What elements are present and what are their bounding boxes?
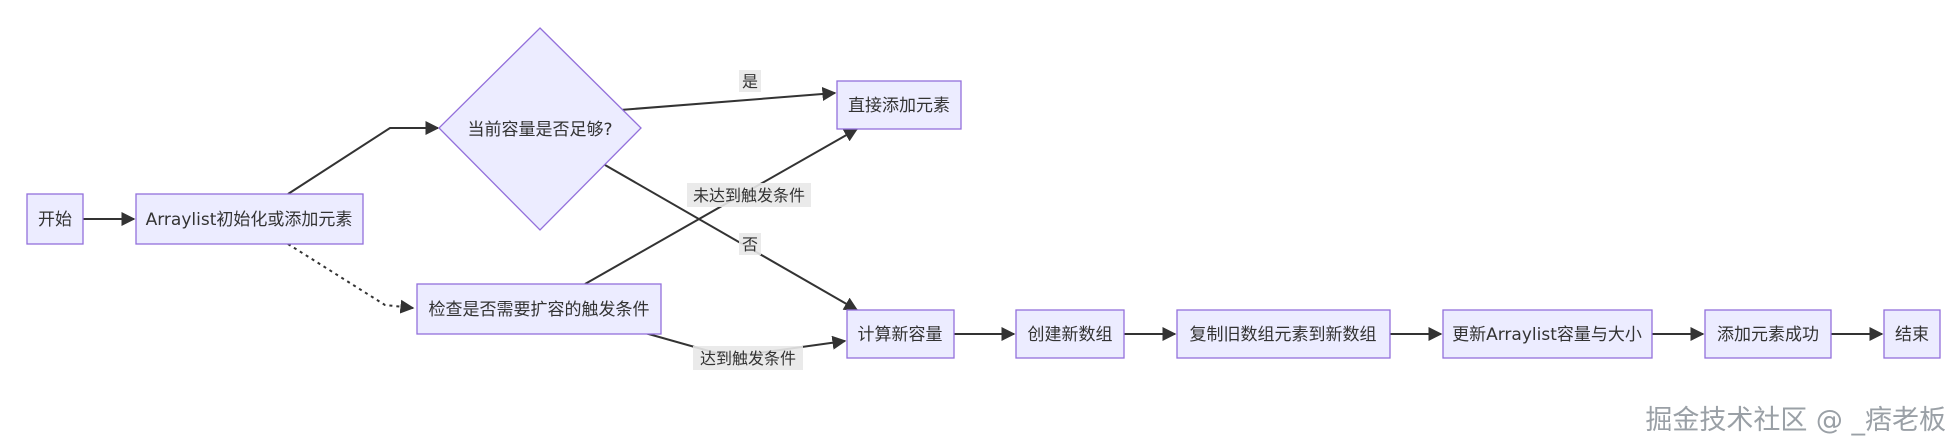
edge-label-not-triggered: 未达到触发条件 [687, 183, 811, 207]
edge-init-check-dotted [287, 243, 415, 314]
svg-text:更新Arraylist容量与大小: 更新Arraylist容量与大小 [1452, 325, 1642, 345]
node-calc: 计算新容量 [846, 309, 955, 359]
node-start: 开始 [26, 193, 84, 245]
svg-text:否: 否 [742, 235, 758, 254]
svg-text:创建新数组: 创建新数组 [1028, 325, 1113, 345]
svg-text:检查是否需要扩容的触发条件: 检查是否需要扩容的触发条件 [429, 300, 650, 320]
svg-text:结束: 结束 [1895, 325, 1929, 345]
edge-init-decision [287, 121, 440, 195]
node-check: 检查是否需要扩容的触发条件 [416, 283, 662, 335]
watermark: 掘金技术社区 @ _痞老板 [1645, 405, 1946, 436]
edge-label-yes: 是 [739, 70, 761, 92]
svg-text:Arraylist初始化或添加元素: Arraylist初始化或添加元素 [146, 210, 353, 230]
svg-text:计算新容量: 计算新容量 [858, 325, 943, 345]
node-add-direct: 直接添加元素 [836, 80, 962, 130]
svg-text:添加元素成功: 添加元素成功 [1717, 325, 1819, 345]
node-init: Arraylist初始化或添加元素 [135, 193, 364, 245]
edge-label-no: 否 [739, 233, 761, 255]
node-success: 添加元素成功 [1704, 309, 1832, 359]
node-decision: 当前容量是否足够? [438, 27, 642, 231]
node-end: 结束 [1883, 309, 1941, 359]
node-update: 更新Arraylist容量与大小 [1442, 309, 1653, 359]
svg-text:达到触发条件: 达到触发条件 [700, 349, 796, 368]
node-copy: 复制旧数组元素到新数组 [1176, 309, 1391, 359]
svg-text:复制旧数组元素到新数组: 复制旧数组元素到新数组 [1190, 325, 1377, 345]
svg-text:开始: 开始 [38, 210, 72, 230]
svg-text:当前容量是否足够?: 当前容量是否足够? [467, 120, 612, 140]
edge-decision-add-direct [619, 87, 837, 111]
svg-text:未达到触发条件: 未达到触发条件 [693, 186, 805, 205]
edge-label-triggered: 达到触发条件 [693, 346, 803, 370]
svg-text:是: 是 [742, 72, 758, 91]
node-create: 创建新数组 [1015, 309, 1125, 359]
edge-decision-calc [604, 164, 859, 311]
svg-text:直接添加元素: 直接添加元素 [848, 96, 950, 116]
